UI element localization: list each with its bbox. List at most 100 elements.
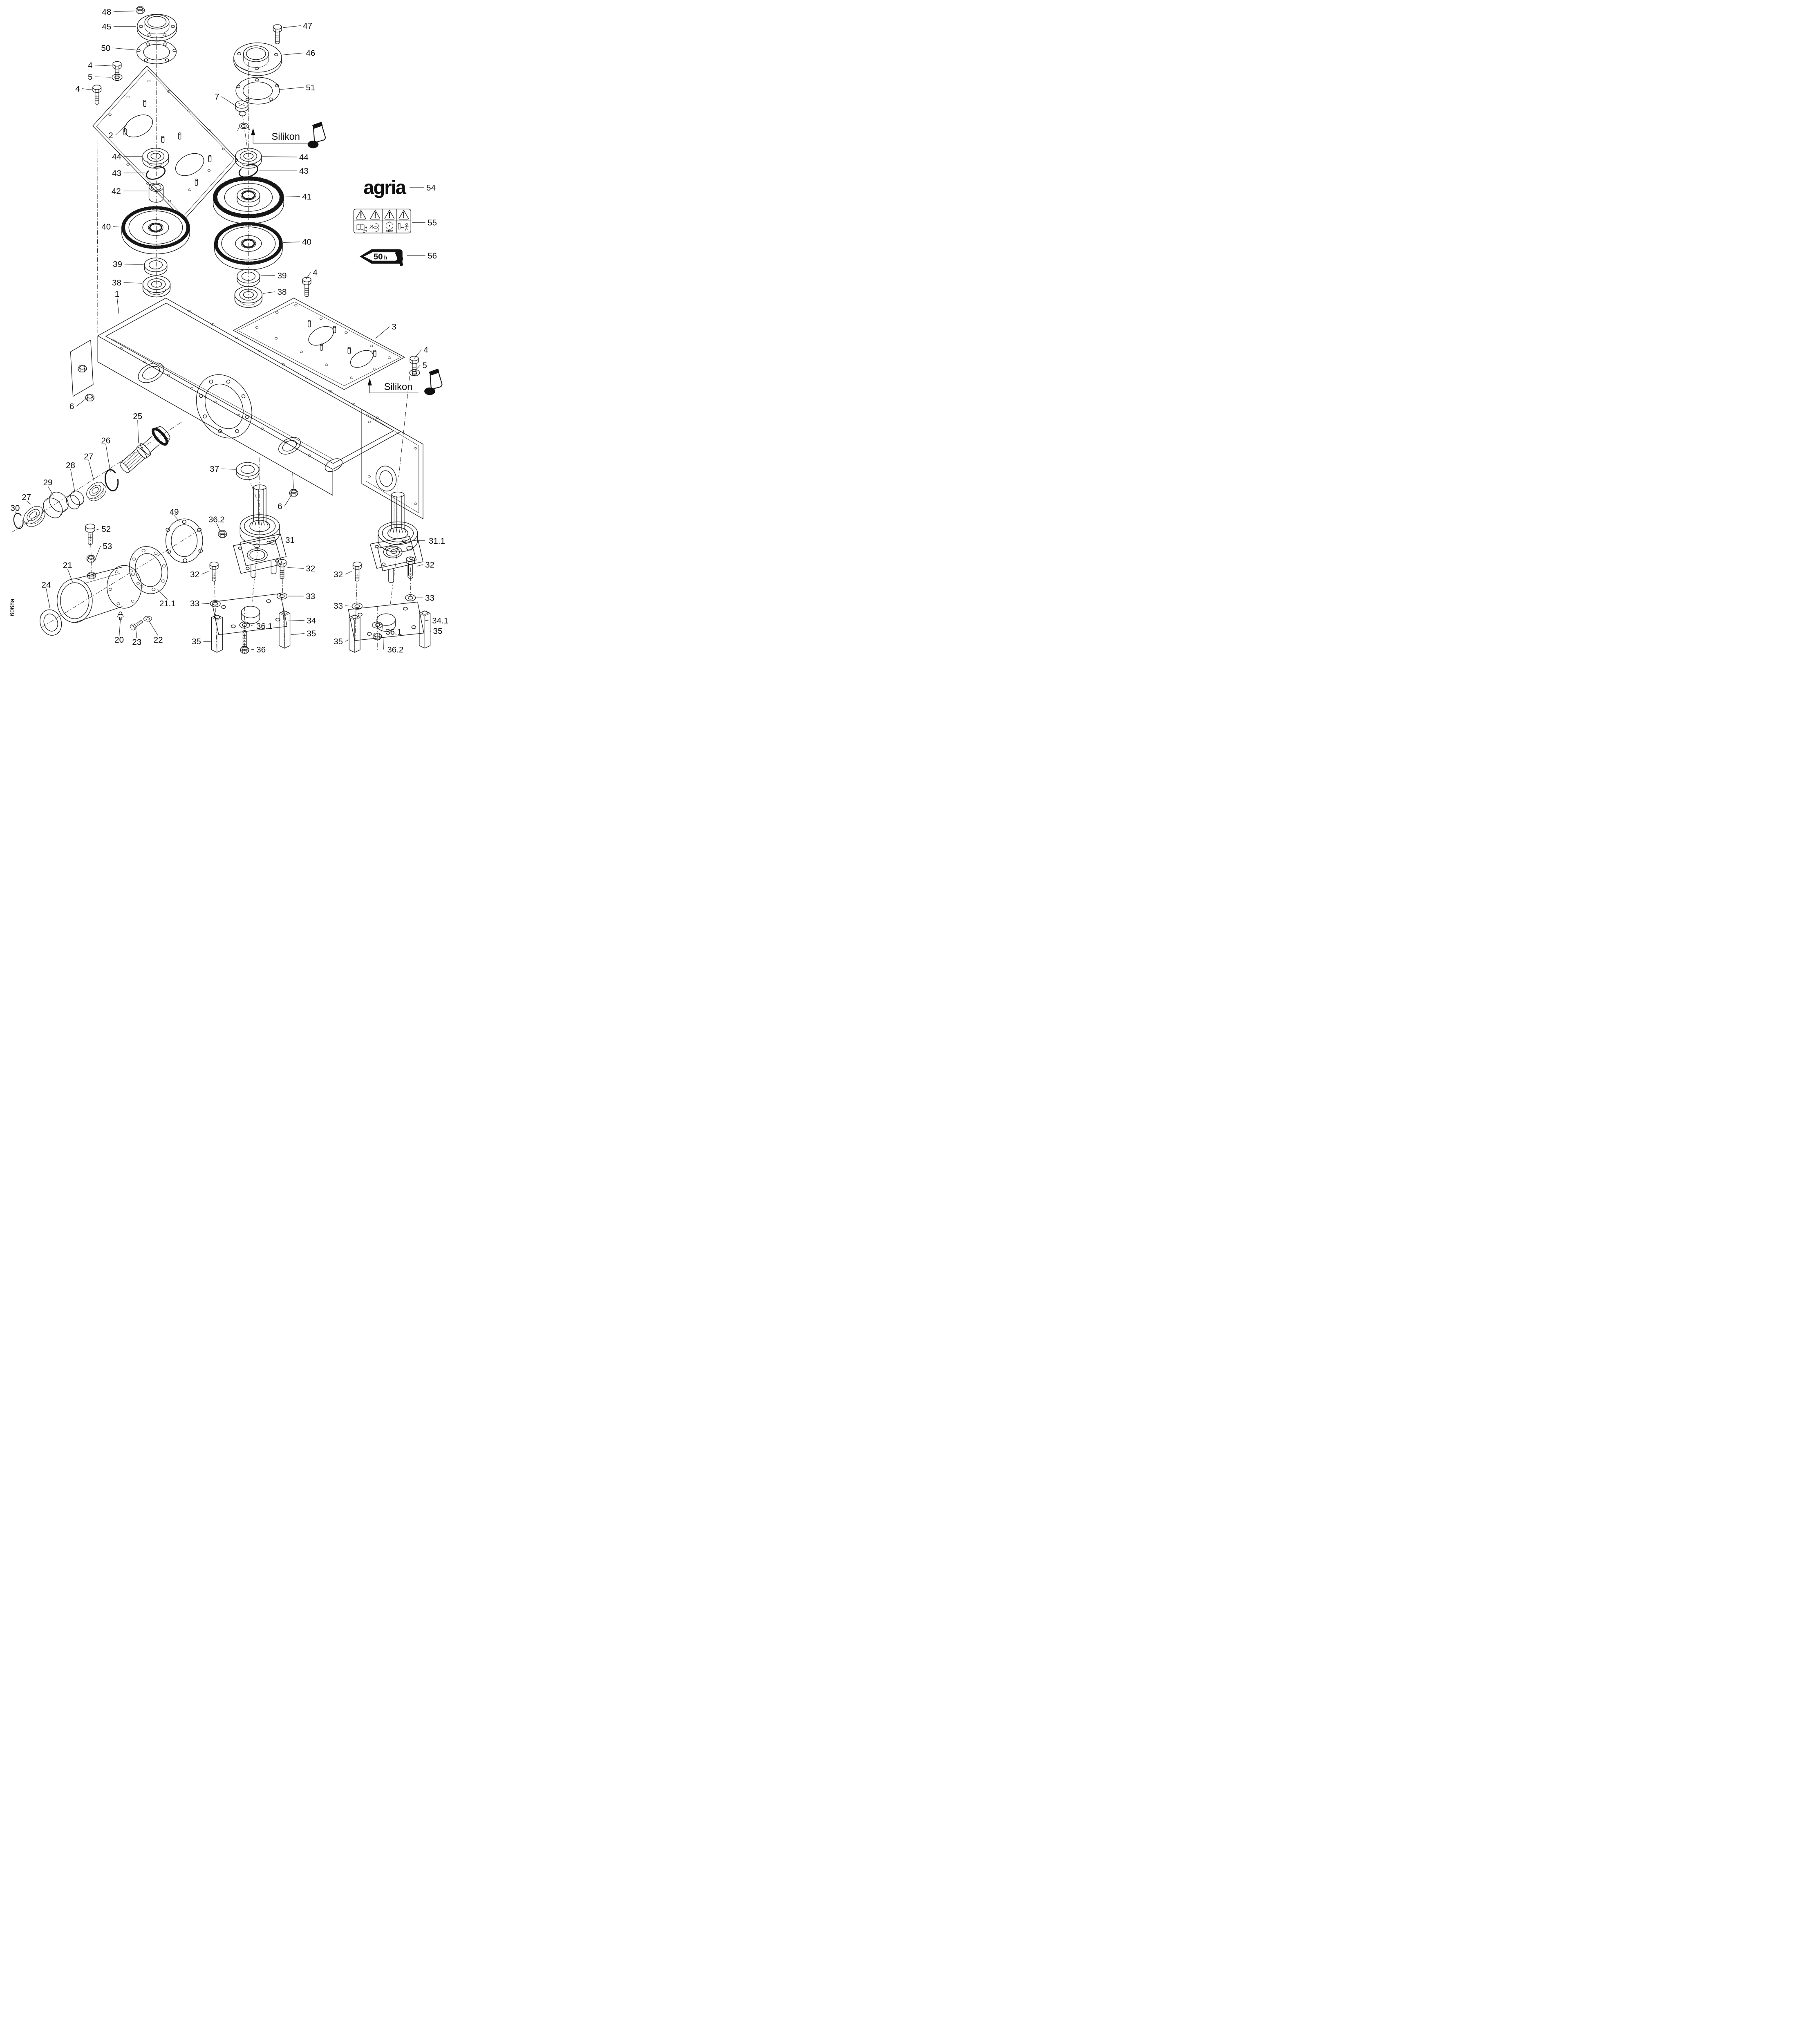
gasket-51 [235,77,280,105]
part-label-362a: 36.2 [208,515,225,524]
part-label-20: 20 [114,635,124,645]
stop-label: STOP [386,230,394,233]
leader-4d [414,350,422,359]
part-label-48: 48 [102,7,111,17]
stud-bolt-36 [242,630,247,647]
output-bracket-31-1 [377,539,423,583]
part-label-39l: 39 [113,260,122,269]
part-label-50: 50 [101,43,110,53]
part-label-341: 34.1 [432,616,448,625]
shaft-seal-37 [236,462,260,480]
part-label-4a: 4 [88,61,92,70]
leader-30 [15,511,18,514]
keep-distance-icon [398,223,409,232]
silikon-tube-icon [424,368,443,396]
washer-33b [277,592,288,600]
mount-plate-left [233,537,282,574]
seal-ring-39-left [144,258,168,276]
hex-bolt-32b [278,559,286,579]
leader-50 [112,47,136,50]
part-label-361a: 36.1 [256,621,273,631]
oil-plug-7 [235,100,251,131]
warning-triangle-icon [356,210,366,220]
leader-38l [123,282,143,284]
part-label-31: 31 [285,536,295,545]
part-label-44l: 44 [112,152,121,161]
spacer-28 [66,491,84,509]
silikon-label-right: Silikon [384,382,413,392]
leader-211 [157,589,168,600]
part-label-35b: 35 [307,629,316,639]
callout-layer: 4845504542747465144434240444341403938393… [11,7,449,654]
stop-rotating-blades-icon [385,221,394,231]
side-cover-plate-3 [233,298,405,390]
bolt-plug-52 [85,523,95,545]
part-label-53: 53 [103,542,112,551]
leader-27b [26,500,31,504]
leader-362b [383,638,384,650]
part-label-37: 37 [210,464,219,474]
leader-5b [414,365,421,372]
drawing-code: 6068a [9,598,16,616]
hex-bolt-4a [112,61,122,81]
part-label-7: 7 [215,92,219,101]
part-label-34: 34 [307,616,316,625]
standoff-35d [419,610,431,649]
gearbox-housing [70,298,423,519]
warning-triangle-icon [398,210,409,220]
leader-34 [288,620,304,621]
leader-35b [291,633,304,635]
leader-25 [137,419,139,444]
part-label-26: 26 [101,436,110,445]
part-label-30: 30 [11,504,20,513]
construction-axes [11,36,411,654]
standoff-35b [279,610,291,649]
part-label-32b: 32 [306,564,315,574]
washer-5a [112,74,123,81]
leader-6a [76,398,87,407]
part-label-47: 47 [303,21,312,31]
leader-3 [375,326,390,339]
bevel-pinion-shaft-25 [120,426,170,473]
part-label-32d: 32 [425,560,434,569]
part-label-33c: 33 [334,601,343,611]
part-label-42: 42 [112,186,121,196]
hex-nut-6-left [85,394,94,401]
leader-46 [282,52,304,56]
part-label-54: 54 [426,183,436,193]
part-label-44r: 44 [299,152,309,162]
hour-service-sticker-56: 50 h [360,249,403,267]
leader-4a [94,65,112,66]
part-label-4b: 4 [75,84,80,94]
bearing-cap-45 [137,14,177,42]
bearing-44-left [142,148,169,169]
hex-bolt-23 [129,618,144,631]
silikon-arrow-icon [251,128,255,135]
part-label-33a: 33 [190,599,199,608]
part-label-5a: 5 [88,72,92,82]
leader-28 [70,468,75,491]
output-bracket-31 [239,533,286,578]
leader-32b [287,567,304,569]
leader-4b [82,88,92,90]
leader-27a [88,460,94,481]
circlip-26 [99,466,124,495]
bearing-cap-46 [233,43,282,76]
spacer-bushing-42 [148,183,164,203]
lock-nut-48 [136,6,145,14]
adapter-plate-34 [211,593,288,635]
warning-triangle-icon [384,210,395,220]
part-label-41: 41 [302,192,311,202]
part-label-46: 46 [306,49,315,58]
manual-book-icon [356,224,367,233]
agria-logo: agria [363,177,406,198]
part-label-28: 28 [66,461,75,470]
leader-49 [174,515,180,522]
leader-32a [201,571,209,575]
leader-26 [105,444,111,472]
gasket-50 [137,40,177,64]
housing-bracket-nut [78,365,87,372]
sleeve-29 [43,492,69,518]
part-label-24: 24 [42,580,51,590]
hex-bolt-32a [209,561,219,582]
